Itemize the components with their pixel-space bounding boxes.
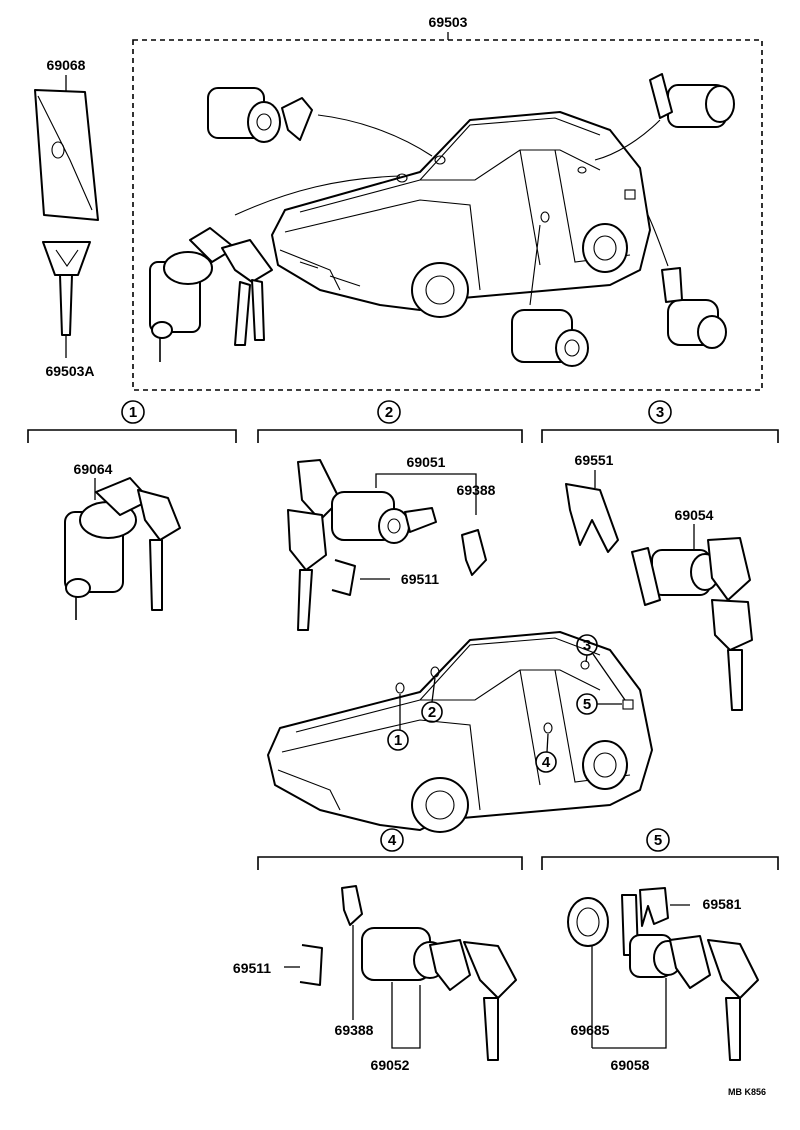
car-middle-illustration xyxy=(267,631,653,833)
label-69058: 69058 xyxy=(611,1057,650,1073)
car-top-illustration xyxy=(271,111,651,318)
clip-69388-bottom: 69388 xyxy=(335,885,374,1038)
group-4-header: 4 xyxy=(257,828,523,870)
label-69051: 69051 xyxy=(407,454,446,470)
car-callout-4: 4 xyxy=(535,733,557,773)
svg-text:5: 5 xyxy=(583,696,591,713)
group-2-header: 2 xyxy=(257,400,523,443)
kit-door-cylinder-top-front xyxy=(511,224,589,367)
group-1-number: 1 xyxy=(129,404,137,421)
group-5-number: 5 xyxy=(654,832,662,849)
clip-69551: 69551 xyxy=(565,452,619,553)
lock-69054: 69054 xyxy=(631,507,753,711)
label-69503: 69503 xyxy=(429,14,468,30)
group-4-number: 4 xyxy=(388,832,397,849)
label-69551: 69551 xyxy=(575,452,614,468)
svg-text:1: 1 xyxy=(394,732,402,749)
ignition-lock-69064: 69064 xyxy=(64,461,181,620)
hatch-lock-69058: 69058 xyxy=(592,894,759,1073)
group-5-header: 5 xyxy=(541,828,779,870)
label-69388-bottom: 69388 xyxy=(335,1022,374,1038)
kit-hatch-cylinder-top xyxy=(647,214,727,349)
label-69503a: 69503A xyxy=(45,363,94,379)
group-3-header: 3 xyxy=(541,400,779,443)
drawing-code: MB K856 xyxy=(728,1087,766,1097)
gasket-69685: 69685 xyxy=(567,897,610,1048)
door-lock-69052: 69052 xyxy=(361,927,517,1073)
svg-text:2: 2 xyxy=(428,704,436,721)
retainer-69511-top: 69511 xyxy=(331,559,439,596)
key-69503a: 69503A xyxy=(42,241,95,379)
label-69511-top: 69511 xyxy=(401,571,439,587)
kit-door-cylinder-top-left xyxy=(207,87,433,157)
label-69052: 69052 xyxy=(371,1057,410,1073)
kit-keys-top xyxy=(221,239,273,346)
label-69685: 69685 xyxy=(571,1022,610,1038)
svg-text:3: 3 xyxy=(583,637,591,654)
car-callout-5: 5 xyxy=(576,693,622,715)
label-69064: 69064 xyxy=(74,461,113,477)
clip-69581: 69581 xyxy=(639,887,742,927)
door-lock-69051: 69051 69388 xyxy=(287,454,496,631)
label-69388-top: 69388 xyxy=(457,482,496,498)
kit-ignition-cylinder-top xyxy=(149,227,236,362)
group-1-header: 1 xyxy=(27,400,237,443)
car-callout-1: 1 xyxy=(387,694,409,751)
car-callout-3: 3 xyxy=(576,634,626,701)
car-callout-2: 2 xyxy=(421,677,443,723)
label-69581: 69581 xyxy=(703,896,742,912)
svg-text:4: 4 xyxy=(542,754,551,771)
group-3-number: 3 xyxy=(656,404,664,421)
group-2-number: 2 xyxy=(385,404,393,421)
label-69068: 69068 xyxy=(47,57,86,73)
label-69511-bottom: 69511 xyxy=(233,960,271,976)
kit-69503-box: 69503 xyxy=(132,14,763,391)
retainer-69511-bottom: 69511 xyxy=(233,944,323,986)
label-69054: 69054 xyxy=(675,507,714,523)
kit-lock-top-right xyxy=(594,73,735,161)
key-plate-69068: 69068 xyxy=(34,57,99,221)
